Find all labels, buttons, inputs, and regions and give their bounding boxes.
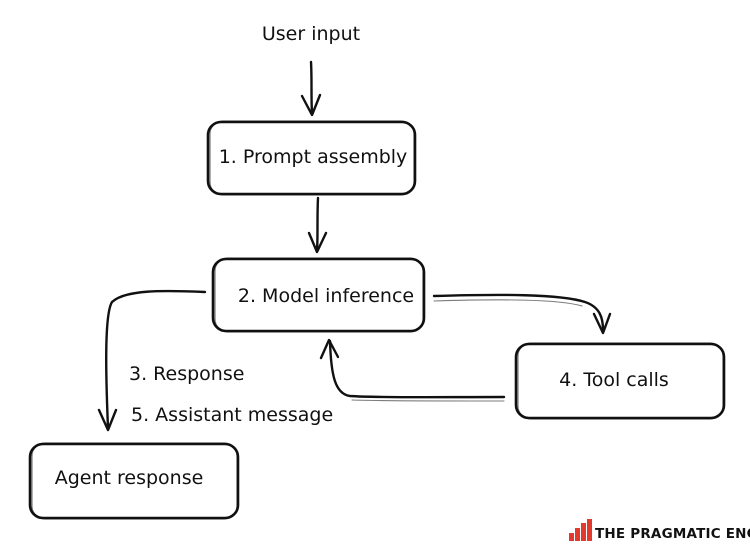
brand-name: THE PRAGMATIC ENGINEER xyxy=(595,526,750,542)
node-agent-response-label: Agent response xyxy=(55,467,204,489)
edge-label-response: 3. Response xyxy=(129,363,244,385)
node-agent-response: Agent response xyxy=(28,442,240,520)
brand-logo: THE PRAGMATIC ENGINEER xyxy=(569,519,750,542)
node-tool-calls: 4. Tool calls xyxy=(514,342,726,420)
edge-label-assistant-message: 5. Assistant message xyxy=(131,404,333,426)
arrow-tools-to-model xyxy=(319,338,506,402)
node-prompt-assembly-label: 1. Prompt assembly xyxy=(219,146,408,168)
node-model-inference: 2. Model inference xyxy=(211,257,426,333)
arrow-input-to-prompt xyxy=(300,60,322,117)
user-input-label: User input xyxy=(262,23,360,45)
node-model-inference-label: 2. Model inference xyxy=(238,285,414,307)
arrow-prompt-to-model xyxy=(307,196,328,254)
bar-chart-logo-icon xyxy=(569,519,592,541)
node-tool-calls-label: 4. Tool calls xyxy=(559,369,669,391)
arrow-model-to-agent-response xyxy=(97,289,207,432)
arrow-model-to-tools xyxy=(432,293,612,335)
node-prompt-assembly: 1. Prompt assembly xyxy=(206,120,417,196)
